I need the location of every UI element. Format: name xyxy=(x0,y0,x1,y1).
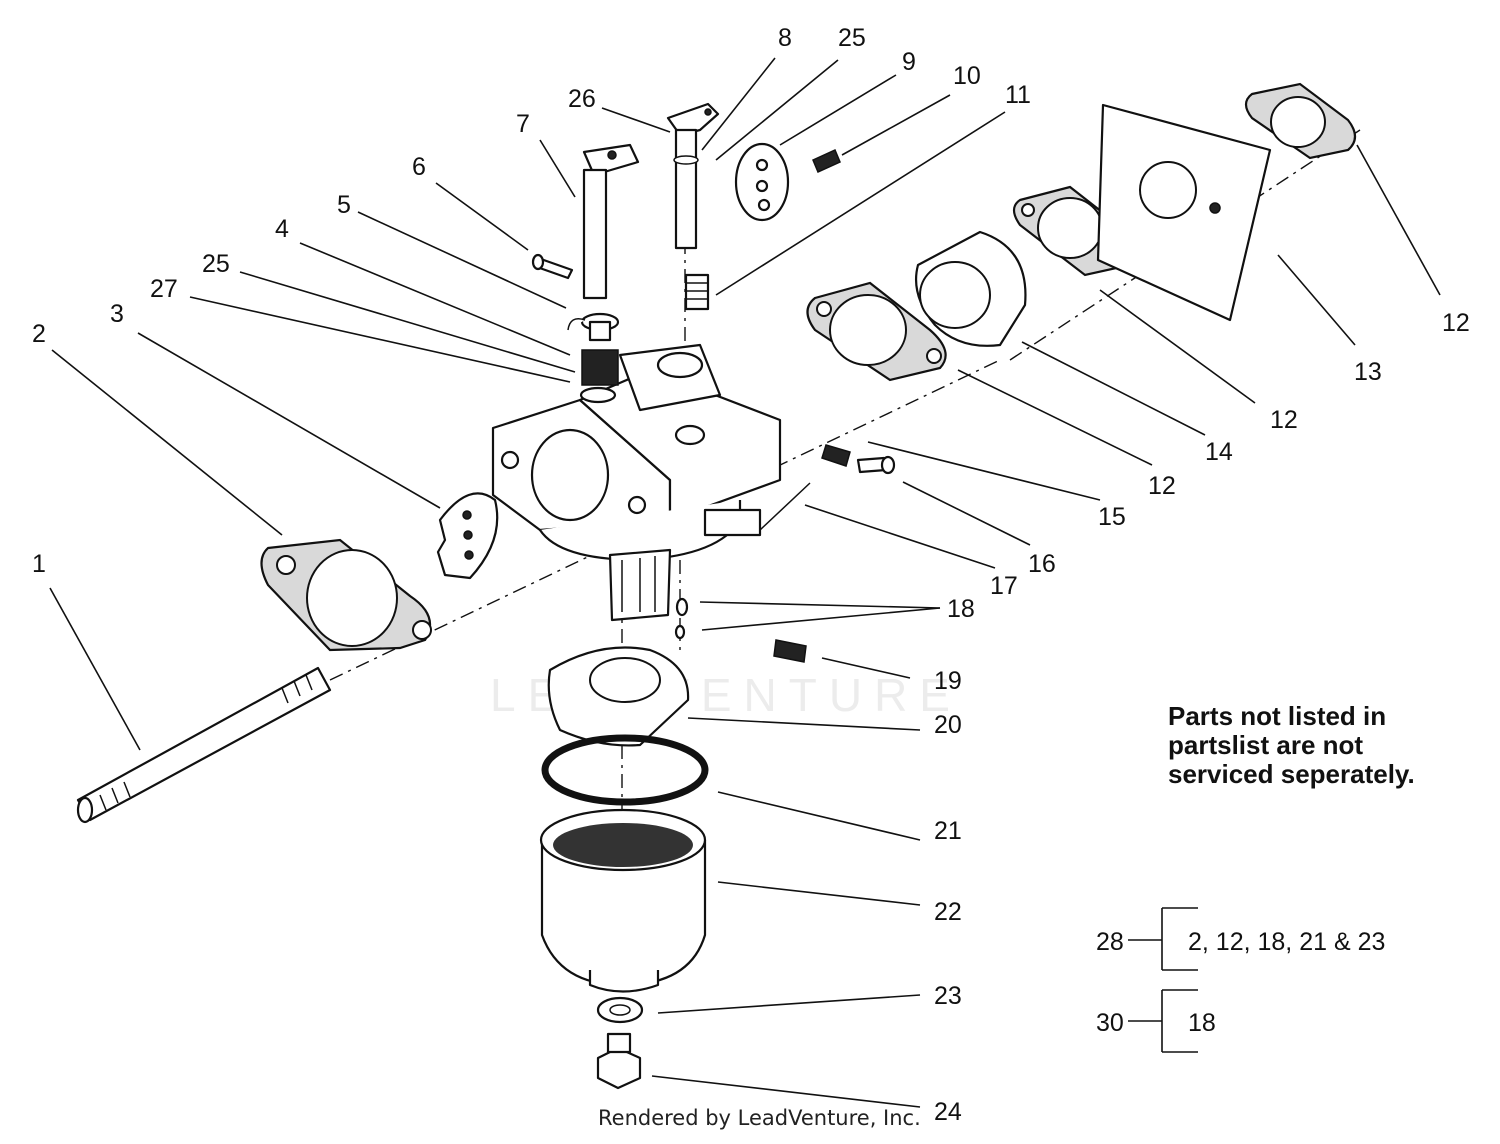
part-bolt-24 xyxy=(596,1032,642,1090)
kit-28-number: 28 xyxy=(1096,928,1124,956)
part-oring-21 xyxy=(541,734,709,806)
part-throttle-plate xyxy=(436,492,499,580)
callout-9: 9 xyxy=(902,48,916,76)
part-choke-plate xyxy=(734,142,790,222)
part-throttle-shaft xyxy=(666,102,720,250)
kit-brackets xyxy=(1128,907,1198,1053)
callout-16: 16 xyxy=(1028,550,1056,578)
callout-26: 26 xyxy=(568,85,596,113)
callout-12-near: 12 xyxy=(1148,472,1176,500)
callout-19: 19 xyxy=(934,667,962,695)
part-gasket-2 xyxy=(260,538,432,652)
callout-14: 14 xyxy=(1205,438,1233,466)
callout-23: 23 xyxy=(934,982,962,1010)
part-washer-23 xyxy=(596,996,644,1024)
callout-5: 5 xyxy=(337,191,351,219)
part-screw-10 xyxy=(812,148,841,174)
leader-lines xyxy=(49,57,1441,1108)
kit-30-number: 30 xyxy=(1096,1009,1124,1037)
callout-25b: 25 xyxy=(838,24,866,52)
callout-20: 20 xyxy=(934,711,962,739)
part-choke-shaft xyxy=(582,143,640,300)
part-fitting-11 xyxy=(684,273,710,311)
part-plate-13 xyxy=(1096,103,1272,322)
part-float-20 xyxy=(547,646,690,747)
part-carburetor-body xyxy=(491,343,782,622)
part-gasket-12c xyxy=(1244,82,1357,160)
callout-21: 21 xyxy=(934,817,962,845)
callout-24: 24 xyxy=(934,1098,962,1126)
callout-22: 22 xyxy=(934,898,962,926)
part-screws-15-16 xyxy=(821,444,896,475)
render-credit: Rendered by LeadVenture, Inc. xyxy=(598,1106,921,1130)
callout-6: 6 xyxy=(412,153,426,181)
callout-3: 3 xyxy=(110,300,124,328)
callout-27: 27 xyxy=(150,275,178,303)
kit-28-contents: 2, 12, 18, 21 & 23 xyxy=(1188,928,1386,956)
callout-13: 13 xyxy=(1354,358,1382,386)
part-needle-17 xyxy=(759,482,811,531)
part-stud xyxy=(76,666,332,824)
callout-11: 11 xyxy=(1005,81,1031,109)
service-note: Parts not listed in partslist are not se… xyxy=(1168,702,1488,789)
callout-2: 2 xyxy=(32,320,46,348)
service-note-line: partslist are not xyxy=(1168,730,1364,760)
part-screw-6 xyxy=(531,253,574,280)
callout-18: 18 xyxy=(947,595,975,623)
callout-15: 15 xyxy=(1098,503,1126,531)
callout-10: 10 xyxy=(953,62,981,90)
service-note-line: Parts not listed in xyxy=(1168,701,1387,731)
callout-8: 8 xyxy=(778,24,792,52)
callout-numbers: 1 2 3 27 25 4 5 6 7 26 8 25 9 10 11 12 1… xyxy=(32,24,1470,1126)
callout-25a: 25 xyxy=(202,250,230,278)
kit-30-contents: 18 xyxy=(1188,1009,1216,1037)
callout-1: 1 xyxy=(32,550,46,578)
service-note-line: serviced seperately. xyxy=(1168,759,1415,789)
part-spacer-14 xyxy=(914,230,1027,347)
callout-7: 7 xyxy=(516,110,530,138)
callout-17: 17 xyxy=(990,572,1018,600)
part-bowl-22 xyxy=(539,808,707,993)
callout-12-far: 12 xyxy=(1442,309,1470,337)
part-orings-18-19 xyxy=(674,597,807,663)
callout-12-mid: 12 xyxy=(1270,406,1298,434)
callout-4: 4 xyxy=(275,215,289,243)
part-idle-stack xyxy=(567,312,620,404)
part-gasket-12a xyxy=(806,281,947,382)
